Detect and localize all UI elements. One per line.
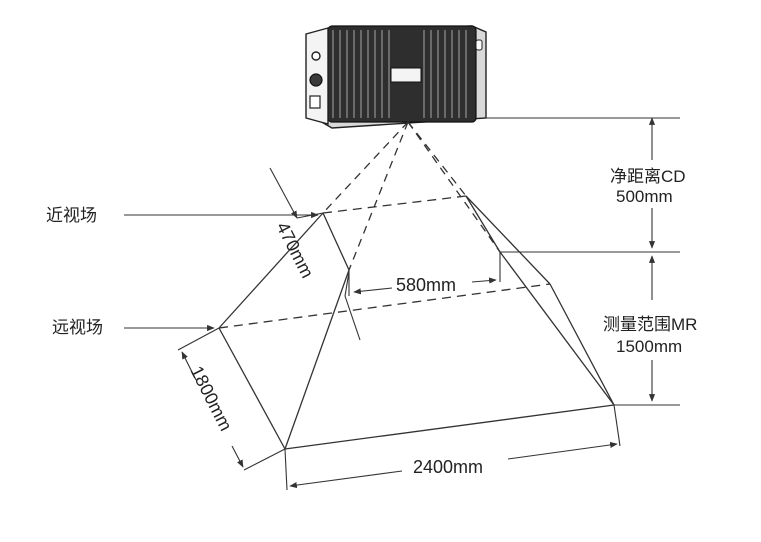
near-field-plane xyxy=(322,195,501,271)
label-leaders xyxy=(124,211,319,332)
far-depth-label: 1800mm xyxy=(186,363,236,434)
clear-distance-title: 净距离CD xyxy=(610,167,686,186)
vertical-guides xyxy=(486,117,680,406)
measuring-range-title: 测量范围MR xyxy=(603,315,697,334)
fov-projection-lines xyxy=(322,121,501,271)
measuring-range-value: 1500mm xyxy=(616,337,682,356)
camera-device-icon xyxy=(305,25,487,129)
near-width-label: 580mm xyxy=(396,275,456,295)
near-depth-label: 470mm xyxy=(272,219,317,282)
clear-distance-value: 500mm xyxy=(616,187,673,206)
far-depth-dimension xyxy=(177,327,286,471)
far-field-pyramid xyxy=(218,195,615,450)
far-fov-label: 远视场 xyxy=(52,318,103,337)
far-width-dimension xyxy=(284,404,621,491)
near-depth-dimension xyxy=(269,167,361,341)
near-width-dimension xyxy=(348,252,501,296)
near-fov-label: 近视场 xyxy=(46,206,97,225)
far-width-label: 2400mm xyxy=(413,457,483,477)
